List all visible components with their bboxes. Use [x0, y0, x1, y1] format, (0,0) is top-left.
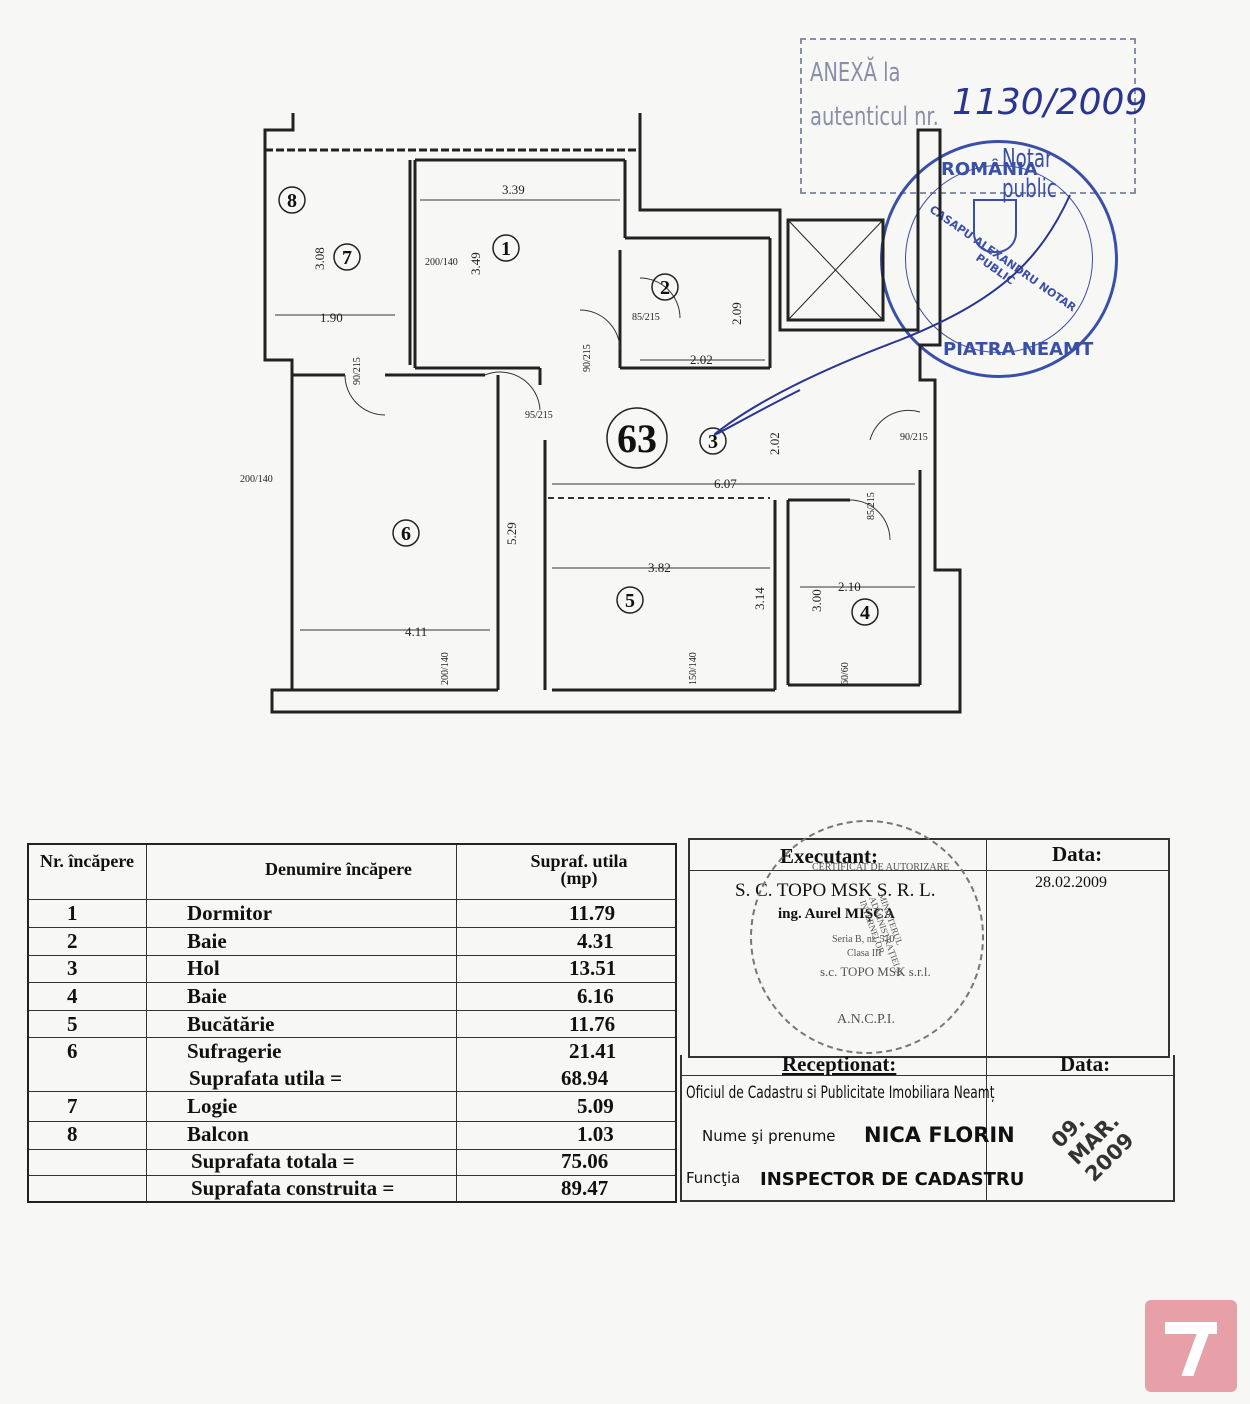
room-area: 11.76 — [569, 1012, 616, 1036]
dim: 200/140 — [440, 652, 451, 685]
room-nr: 6 — [67, 1039, 78, 1063]
room-name: Hol — [187, 956, 220, 980]
date-stamp: 09. MAR. 2009 — [1046, 1108, 1139, 1187]
dim: 2.02 — [767, 432, 782, 455]
room-number: 7 — [342, 247, 352, 269]
dim: 3.08 — [312, 247, 327, 270]
dim: 90/215 — [582, 344, 593, 372]
room-nr: 7 — [67, 1094, 78, 1118]
room-name: Logie — [187, 1094, 238, 1118]
room-number: 8 — [287, 190, 297, 212]
dim: 3.14 — [752, 587, 767, 610]
room-area: 4.31 — [577, 929, 614, 953]
room-area: 6.16 — [577, 984, 614, 1008]
receptionat-office: Oficiul de Cadastru si Publicitate Imobi… — [686, 1083, 995, 1103]
stamp-bottom: A.N.C.P.I. — [837, 1012, 895, 1027]
room-number: 3 — [708, 431, 718, 453]
header-name: Denumire încăpere — [265, 859, 412, 879]
room-name: Baie — [187, 984, 227, 1008]
room-area: 13.51 — [569, 956, 617, 980]
seal-bottom: PIATRA NEAMT — [943, 339, 1094, 360]
subtotal-label: Suprafata utila = — [189, 1066, 343, 1090]
dim: 90/215 — [352, 357, 363, 385]
dimension-labels: 3.39 3.49 3.08 1.90 200/140 85/215 2.09 … — [240, 182, 928, 685]
dim: 200/140 — [240, 474, 273, 485]
rooms-table: Nr. încăpere Denumire încăpere Supraf. u… — [27, 843, 677, 1203]
dim: 3.39 — [502, 182, 525, 197]
receptionat-title: Receptionat: — [782, 1052, 897, 1076]
executant-date-label: Data: — [1052, 842, 1103, 866]
room-area: 21.41 — [569, 1039, 617, 1063]
built-label: Suprafata construita = — [191, 1176, 395, 1200]
function-label: Funcţia — [686, 1169, 741, 1187]
room-number: 2 — [660, 277, 670, 299]
dim: 2.10 — [838, 579, 861, 594]
stamp-line: Seria B, nr. 510 — [832, 934, 895, 945]
dim: 3.00 — [809, 589, 824, 612]
signature — [713, 194, 1071, 436]
stamp-line: CERTIFICAT DE AUTORIZARE — [812, 862, 950, 873]
name-label: Nume şi prenume — [702, 1127, 836, 1145]
dim: 150/140 — [688, 652, 699, 685]
executant-date: 28.02.2009 — [1035, 874, 1107, 891]
room-number: 4 — [860, 602, 870, 624]
inspector-function: INSPECTOR DE CADASTRU — [760, 1169, 1025, 1190]
room-name: Sufragerie — [187, 1039, 282, 1063]
room-area: 1.03 — [577, 1122, 614, 1146]
annex-line2: autenticul nr. — [810, 102, 939, 132]
dim: 3.82 — [648, 560, 671, 575]
dim: 2.09 — [729, 302, 744, 325]
built-area: 89.47 — [561, 1176, 609, 1200]
room-nr: 3 — [67, 956, 78, 980]
total-area: 75.06 — [561, 1149, 609, 1173]
dim: 2.02 — [690, 352, 713, 367]
dim: 85/215 — [866, 492, 877, 520]
room-name: Balcon — [187, 1122, 249, 1146]
dim: 6.07 — [714, 476, 737, 491]
total-label: Suprafata totala = — [191, 1149, 355, 1173]
watermark-logo — [1145, 1300, 1237, 1392]
room-nr: 5 — [67, 1012, 78, 1036]
room-area: 5.09 — [577, 1094, 614, 1118]
inspector-name: NICA FLORIN — [864, 1123, 1015, 1147]
room-nr: 2 — [67, 929, 78, 953]
apartment-number: 63 — [617, 416, 657, 461]
dim: 4.11 — [405, 624, 427, 639]
room-number: 5 — [625, 590, 635, 612]
annex-line1: ANEXĂ la — [810, 58, 901, 88]
room-name: Dormitor — [187, 901, 273, 925]
executant-stamp: CERTIFICAT DE AUTORIZARE Seria B, nr. 51… — [750, 820, 984, 1054]
stamp-line: s.c. TOPO MSK s.r.l. — [820, 964, 931, 979]
receptionat-box: Receptionat: Data: Oficiul de Cadastru s… — [680, 1052, 1175, 1202]
room-nr: 1 — [67, 901, 78, 925]
room-name: Bucătărie — [187, 1012, 275, 1036]
header-area: Supraf. utila (mp) — [530, 851, 628, 888]
dim: 5.29 — [504, 522, 519, 545]
room-nr: 8 — [67, 1122, 78, 1146]
dim: 3.49 — [468, 252, 483, 275]
dim: 95/215 — [525, 410, 553, 421]
room-name: Baie — [187, 929, 227, 953]
header-nr: Nr. încăpere — [40, 851, 134, 871]
dim: 60/60 — [840, 662, 851, 685]
coat-of-arms-icon — [973, 199, 1017, 253]
floor-plan: 3.39 3.49 3.08 1.90 200/140 85/215 2.09 … — [240, 113, 1071, 714]
room-nr: 4 — [67, 984, 78, 1008]
dim: 90/215 — [900, 432, 928, 443]
room-area: 11.79 — [569, 901, 616, 925]
executant-box: Executant: Data: 28.02.2009 S. C. TOPO M… — [688, 820, 1170, 1058]
room-number: 6 — [401, 523, 411, 545]
dim: 200/140 — [425, 257, 458, 268]
subtotal-area: 68.94 — [561, 1066, 609, 1090]
dim: 85/215 — [632, 312, 660, 323]
stamp-line: Clasa III — [847, 948, 882, 959]
room-number: 1 — [501, 238, 511, 260]
seal-top: ROMÂNIA — [941, 159, 1038, 180]
dim: 1.90 — [320, 310, 343, 325]
annex-number: 1130/2009 — [952, 82, 1148, 123]
receptionat-date-label: Data: — [1060, 1052, 1111, 1076]
